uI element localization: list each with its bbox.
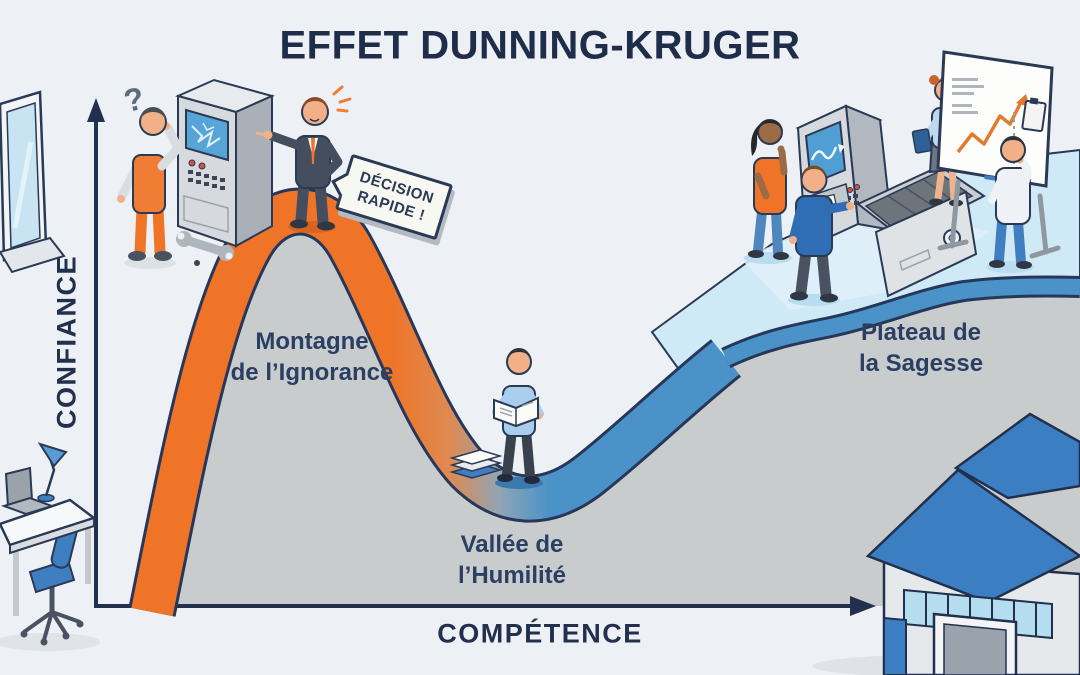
window [0,90,66,274]
mountain-label: Montagne de l’Ignorance [231,326,394,388]
pinned-note-icon [1021,100,1047,132]
factory-building [812,412,1080,675]
plateau-label-line2: la Sagesse [858,350,984,377]
board-text-lines [952,78,984,114]
broken-machine [175,78,275,248]
marker-icon [984,175,998,181]
factory-roof-front [865,468,1080,604]
plateau-label-line1: Plateau de [860,319,982,346]
dunning-kruger-curve [128,187,1080,617]
valley-label-line2: l’Humilité [457,562,567,589]
desk [0,498,97,616]
factory-roof-back [953,412,1080,500]
mechanic-figure [117,107,183,269]
excitement-sparks-icon [332,85,352,113]
mountain-label-line1: Montagne [255,328,369,355]
clipboard-icon [911,128,933,154]
y-axis-arrow [87,98,105,122]
operator-figure [788,165,854,306]
wrench-icon [176,231,234,266]
desk-lamp [37,442,68,503]
businessman-figure [255,85,352,233]
bolt-icon [194,260,200,266]
y-axis-label: CONFIANCE [51,255,82,429]
mountain-label-line2: de l’Ignorance [230,359,394,386]
desk-scene [0,442,100,651]
bystander-woman-figure [744,119,792,264]
plateau-label: Plateau de la Sagesse [859,317,983,379]
valley-label: Vallée de l’Humilité [458,529,566,591]
page-title: EFFET DUNNING-KRUGER [279,23,801,68]
laptop [0,466,56,516]
book-stack [449,449,503,479]
growth-chart-icon [956,99,1024,154]
reader-figure [492,348,544,489]
under-curve-fill [152,211,1080,612]
thinker-figure [986,136,1034,273]
x-axis-arrow [850,596,876,616]
valley-label-line1: Vallée de [460,531,564,558]
x-axis-label: COMPÉTENCE [437,618,643,649]
button-grid [188,170,225,190]
whiteboard [936,50,1061,259]
axes [87,98,876,616]
